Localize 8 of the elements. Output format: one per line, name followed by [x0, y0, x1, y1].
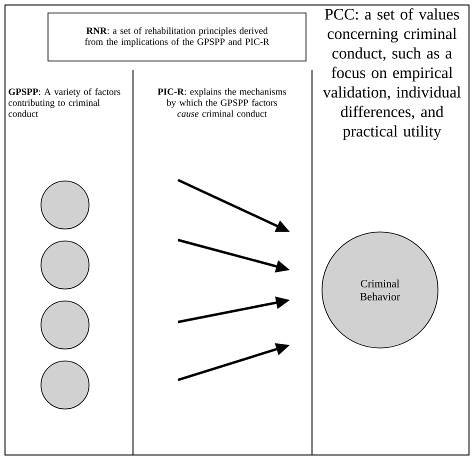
text-box: RNR: a set of rehabilitation principles derived from the implications of the GPSPP and PIC-R — [48, 12, 306, 62]
caption-text: PCC: a set of values concerning criminal conduct, such as a focus on empirical validation, individual differences, and practical utility — [322, 8, 461, 140]
circle — [40, 240, 90, 290]
circle — [40, 180, 90, 230]
circle — [40, 360, 90, 410]
caption-text: PIC-R: explains the mechanisms by which the GPSPP factors cause criminal conduct — [158, 88, 286, 117]
circle — [40, 300, 90, 350]
caption-text: GPSPP: A variety of factors contributing to criminal conduct — [8, 88, 120, 117]
